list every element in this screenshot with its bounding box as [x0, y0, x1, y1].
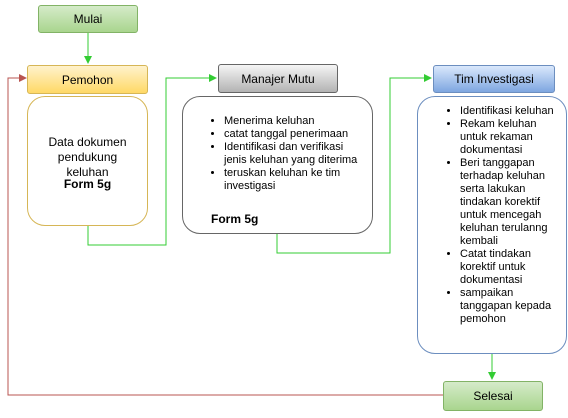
manajer-task-item: catat tanggal penerimaan	[224, 128, 368, 141]
tim-task-item: Rekam keluhan untuk rekaman dokumentasi	[460, 118, 562, 157]
manajer-task-item: Menerima keluhan	[224, 115, 368, 128]
tim-detail-box: Identifikasi keluhan Rekam keluhan untuk…	[417, 96, 567, 354]
tim-task-item: sampaikan tanggapan kepada pemohon	[460, 287, 562, 326]
node-manajer-mutu: Manajer Mutu	[218, 64, 338, 93]
pemohon-detail-box: Data dokumen pendukung keluhan Form 5g	[27, 96, 148, 226]
node-manajer-label: Manajer Mutu	[241, 71, 315, 86]
node-pemohon: Pemohon	[27, 65, 148, 94]
tim-task-item: Identifikasi keluhan	[460, 105, 562, 118]
tim-task-list: Identifikasi keluhan Rekam keluhan untuk…	[418, 105, 566, 326]
pemohon-detail-text: Data dokumen pendukung keluhan	[48, 135, 127, 179]
arrow-manajer-tim	[276, 74, 432, 254]
arrow-pemohon-manajer	[87, 74, 217, 246]
manajer-detail-box: Menerima keluhan catat tanggal penerimaa…	[182, 96, 373, 234]
node-selesai-label: Selesai	[473, 389, 513, 403]
node-tim-investigasi: Tim Investigasi	[433, 65, 555, 93]
arrow-selesai-pemohon	[7, 74, 443, 396]
tim-task-item: Catat tindakan korektif untuk dokumentas…	[460, 248, 562, 287]
manajer-task-list: Menerima keluhan catat tanggal penerimaa…	[183, 115, 372, 193]
node-tim-label: Tim Investigasi	[454, 72, 534, 86]
manajer-form-label: Form 5g	[211, 212, 259, 226]
node-mulai-label: Mulai	[73, 12, 103, 26]
manajer-task-item: teruskan keluhan ke tim investigasi	[224, 167, 368, 193]
manajer-task-item: Identifikasi dan verifikasi jenis keluha…	[224, 141, 368, 167]
node-mulai: Mulai	[38, 5, 138, 33]
node-pemohon-label: Pemohon	[61, 72, 114, 87]
pemohon-form-label: Form 5g	[63, 177, 112, 191]
node-selesai: Selesai	[443, 381, 543, 411]
tim-task-item: Beri tanggapan terhadap keluhan serta la…	[460, 157, 562, 248]
